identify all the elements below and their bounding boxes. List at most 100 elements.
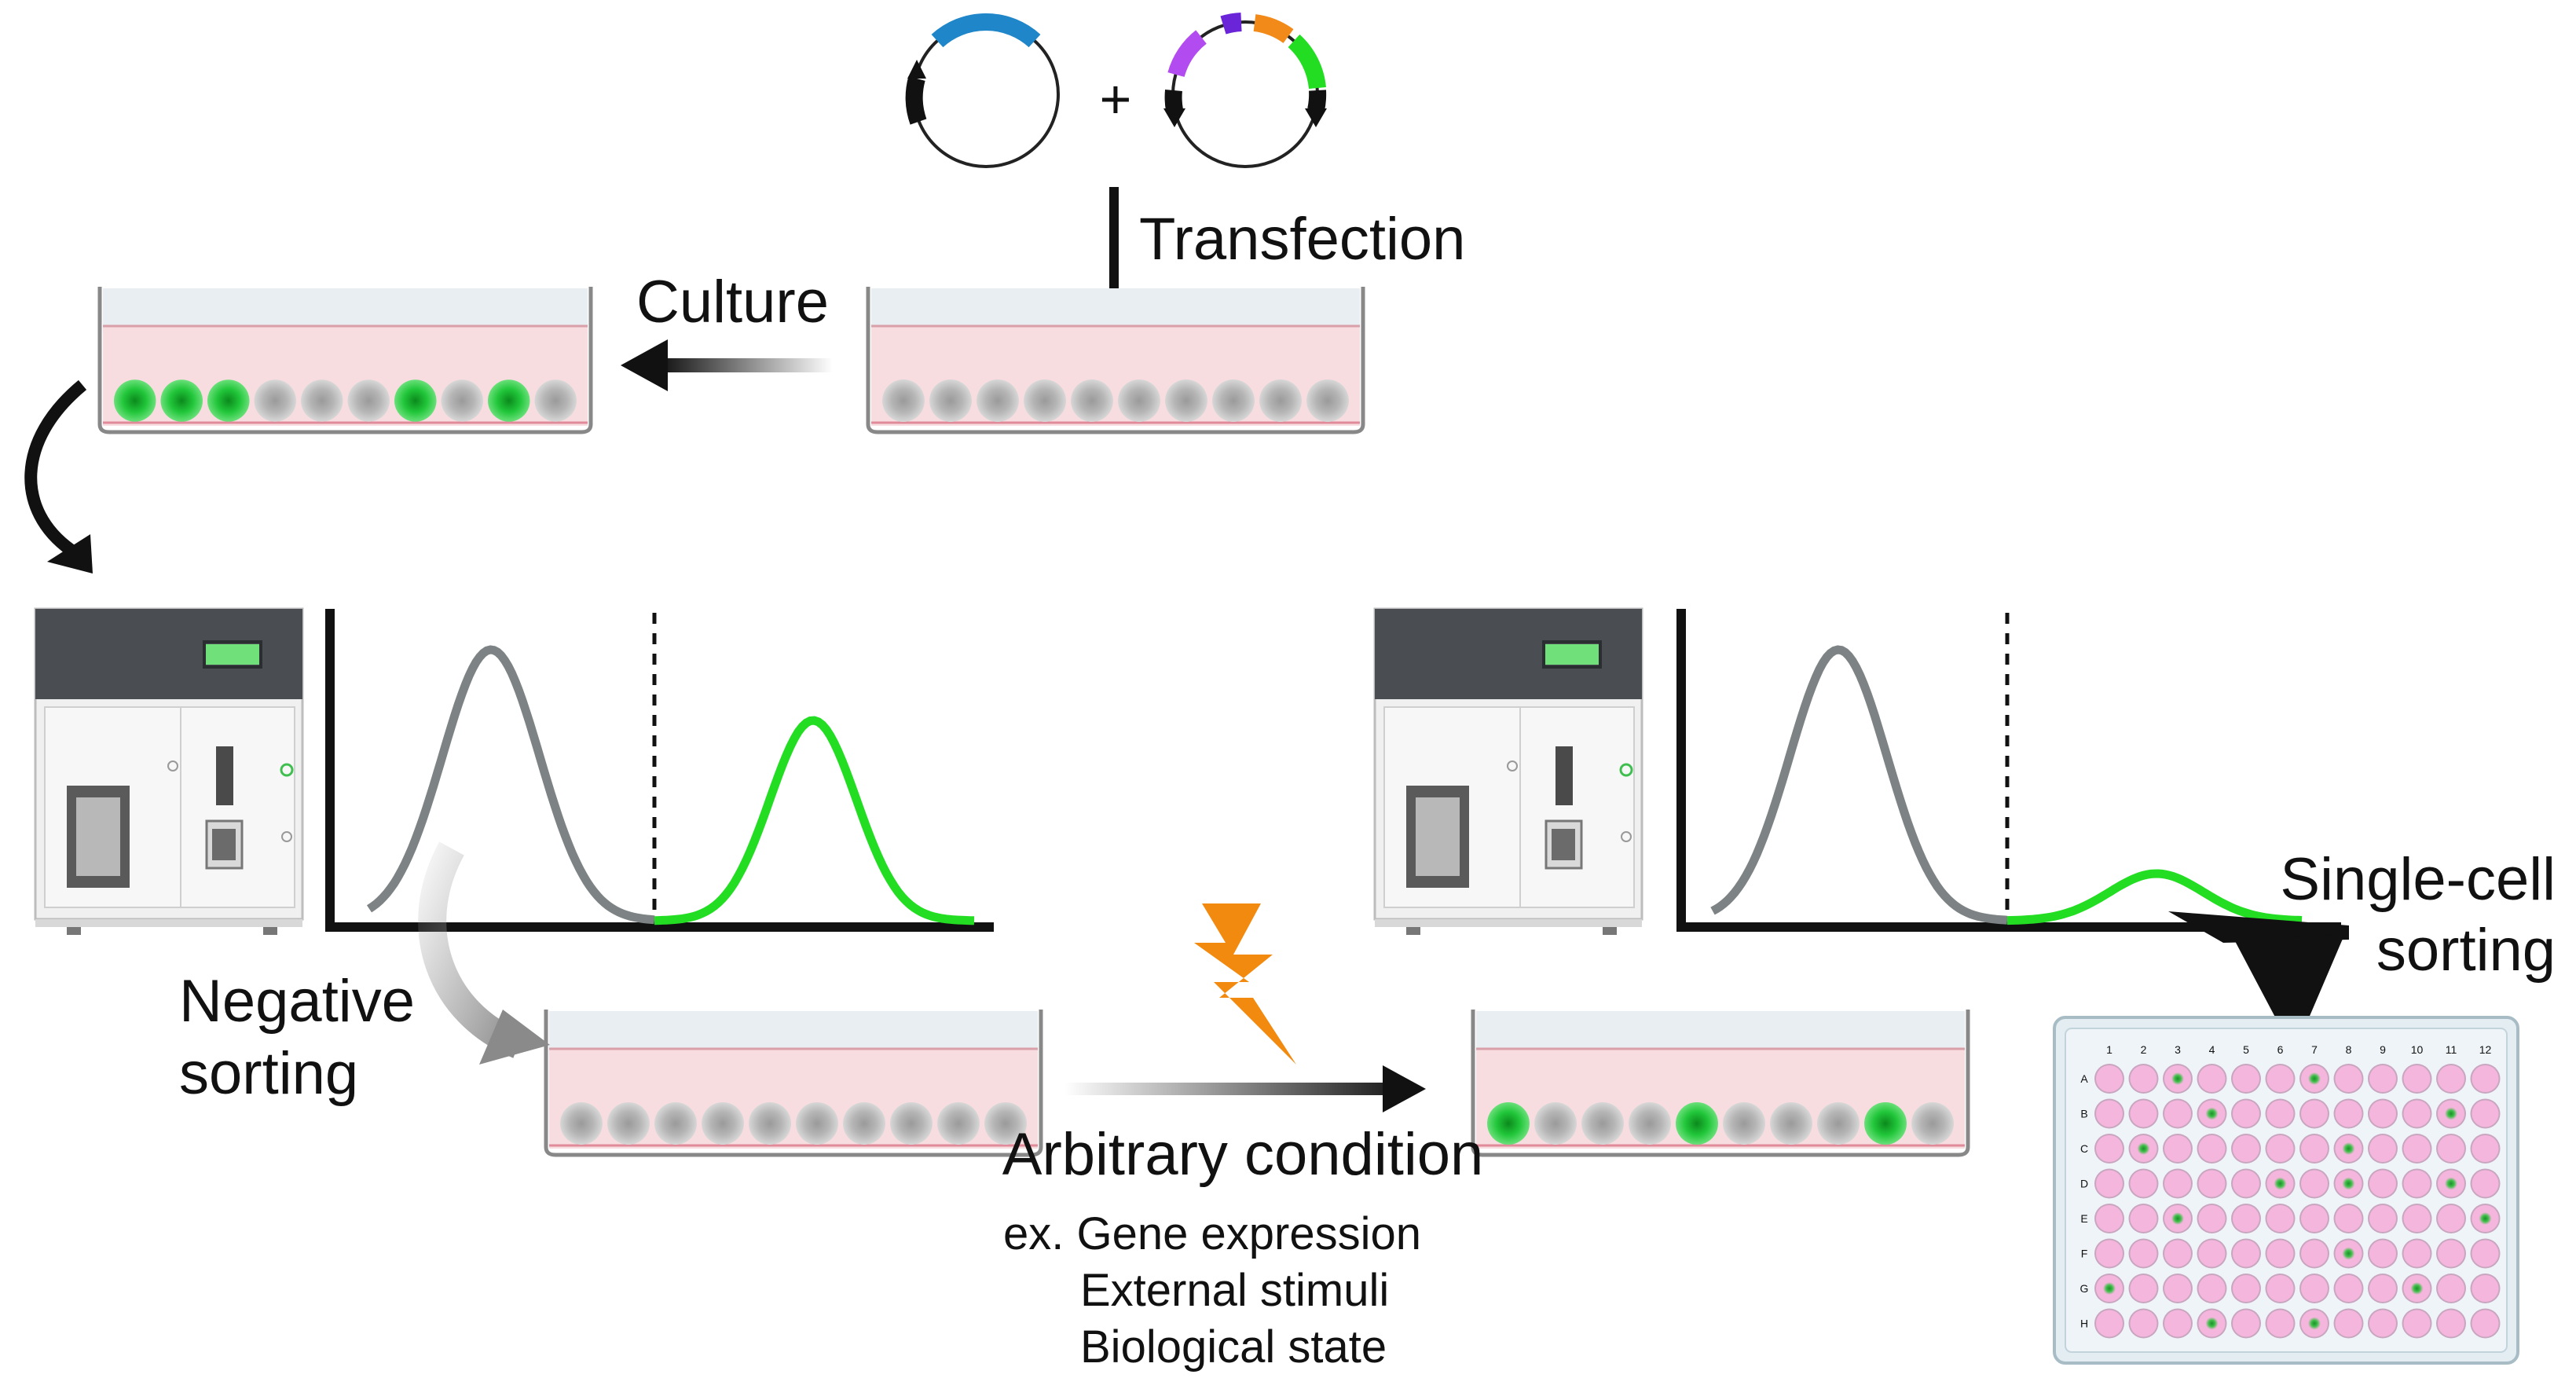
gfp-negative-cell bbox=[1770, 1102, 1812, 1145]
plate-column-label: 9 bbox=[2380, 1043, 2386, 1056]
plate-well bbox=[2335, 1100, 2362, 1127]
plate-column-label: 12 bbox=[2479, 1043, 2492, 1056]
plate-well bbox=[2301, 1135, 2328, 1162]
plate-well bbox=[2198, 1205, 2226, 1232]
positive-single-cell bbox=[2205, 1107, 2219, 1120]
plate-well bbox=[2438, 1240, 2464, 1267]
plate-well bbox=[2369, 1310, 2396, 1337]
plate-well bbox=[2198, 1065, 2226, 1092]
negative-sorting-arrow bbox=[418, 841, 525, 1058]
plate-column-label: 2 bbox=[2141, 1043, 2147, 1056]
example-line-3: Biological state bbox=[1080, 1321, 1387, 1373]
plate-column-label: 1 bbox=[2106, 1043, 2112, 1056]
plate-well bbox=[2301, 1170, 2328, 1197]
positive-single-cell bbox=[2274, 1177, 2287, 1190]
plate-well bbox=[2233, 1240, 2259, 1267]
gfp-negative-cell bbox=[1581, 1102, 1624, 1145]
plate-well bbox=[2403, 1205, 2431, 1232]
positive-single-cell bbox=[2342, 1177, 2355, 1190]
plate-well bbox=[2266, 1065, 2294, 1092]
plate-column-label: 3 bbox=[2175, 1043, 2181, 1056]
positive-single-cell bbox=[2171, 1212, 2184, 1225]
gfp-negative-cell bbox=[441, 379, 484, 422]
plate-well bbox=[2096, 1240, 2123, 1267]
positive-single-cell bbox=[2445, 1177, 2457, 1190]
plate-well bbox=[2198, 1170, 2226, 1197]
plate-well bbox=[2096, 1170, 2123, 1197]
plate-well bbox=[2301, 1240, 2328, 1267]
plasmid-icon-1 bbox=[905, 13, 1060, 168]
negative-population-curve-2 bbox=[1710, 645, 2008, 925]
gfp-positive-cell bbox=[207, 379, 250, 422]
plate-well bbox=[2403, 1065, 2431, 1092]
single-cell-label-2: sorting bbox=[2376, 917, 2556, 984]
plate-well bbox=[2096, 1310, 2123, 1337]
plate-well bbox=[2130, 1275, 2157, 1302]
plate-well bbox=[2472, 1065, 2499, 1092]
positive-population-curve-2 bbox=[2006, 869, 2303, 925]
plate-well bbox=[2369, 1170, 2396, 1197]
plate-row-label: G bbox=[2080, 1282, 2089, 1295]
plate-row-label: E bbox=[2080, 1212, 2087, 1225]
plate-well bbox=[2438, 1275, 2464, 1302]
plate-well bbox=[2335, 1205, 2362, 1232]
gfp-negative-cell bbox=[1911, 1102, 1954, 1145]
culture-label: Culture bbox=[636, 269, 829, 335]
plate-well bbox=[2472, 1240, 2499, 1267]
gfp-negative-cell bbox=[1165, 379, 1207, 422]
plate-well bbox=[2438, 1310, 2464, 1337]
negative-population-curve bbox=[366, 645, 655, 925]
plate-column-label: 4 bbox=[2209, 1043, 2215, 1056]
plate-column-label: 11 bbox=[2446, 1043, 2457, 1056]
negative-sorting-label-2: sorting bbox=[179, 1040, 358, 1107]
plate-row-label: D bbox=[2080, 1178, 2088, 1190]
plate-well bbox=[2164, 1240, 2191, 1267]
plate-well bbox=[2130, 1065, 2157, 1092]
culture-dish-icon-cultured bbox=[97, 287, 593, 434]
gfp-negative-cell bbox=[1024, 379, 1066, 422]
histogram-single-cell-sorting bbox=[1676, 609, 2341, 932]
example-line-2: External stimuli bbox=[1080, 1265, 1389, 1316]
gfp-positive-cell bbox=[160, 379, 203, 422]
positive-single-cell bbox=[2342, 1247, 2355, 1260]
plate-well bbox=[2130, 1205, 2157, 1232]
plate-well bbox=[2369, 1135, 2396, 1162]
plasmid-icon-2 bbox=[1163, 13, 1327, 168]
plate-well bbox=[2096, 1135, 2123, 1162]
plate-row-label: C bbox=[2080, 1142, 2088, 1155]
condition-arrow bbox=[1064, 1083, 1410, 1095]
gfp-negative-cell bbox=[1071, 379, 1113, 422]
plate-row-label: B bbox=[2080, 1108, 2087, 1120]
gfp-negative-cell bbox=[796, 1102, 838, 1145]
gfp-negative-cell bbox=[937, 1102, 980, 1145]
transfer-arrow bbox=[24, 379, 87, 555]
plate-well bbox=[2233, 1135, 2259, 1162]
gfp-positive-cell bbox=[487, 379, 530, 422]
plate-well bbox=[2403, 1100, 2431, 1127]
gfp-negative-cell bbox=[300, 379, 343, 422]
positive-single-cell bbox=[2103, 1282, 2116, 1295]
positive-single-cell bbox=[2171, 1072, 2184, 1085]
lightning-bolt-icon bbox=[1194, 903, 1296, 1065]
plate-well bbox=[2233, 1310, 2259, 1337]
gfp-negative-cell bbox=[654, 1102, 697, 1145]
gfp-negative-cell bbox=[1723, 1102, 1765, 1145]
plate-well bbox=[2233, 1065, 2259, 1092]
plate-well bbox=[2198, 1135, 2226, 1162]
gfp-negative-cell bbox=[929, 379, 972, 422]
plate-well bbox=[2403, 1240, 2431, 1267]
gfp-negative-cell bbox=[254, 379, 297, 422]
positive-single-cell bbox=[2479, 1212, 2492, 1225]
gfp-positive-cell bbox=[394, 379, 437, 422]
plate-well bbox=[2233, 1100, 2259, 1127]
plate-well bbox=[2164, 1135, 2191, 1162]
plate-well bbox=[2233, 1275, 2259, 1302]
plate-column-label: 7 bbox=[2311, 1043, 2318, 1056]
gfp-negative-cell bbox=[1212, 379, 1255, 422]
plate-column-label: 5 bbox=[2243, 1043, 2249, 1056]
gfp-negative-cell bbox=[977, 379, 1019, 422]
plate-well bbox=[2164, 1100, 2191, 1127]
gfp-positive-cell bbox=[1864, 1102, 1907, 1145]
culture-dish-icon-condition bbox=[1471, 1010, 1970, 1157]
